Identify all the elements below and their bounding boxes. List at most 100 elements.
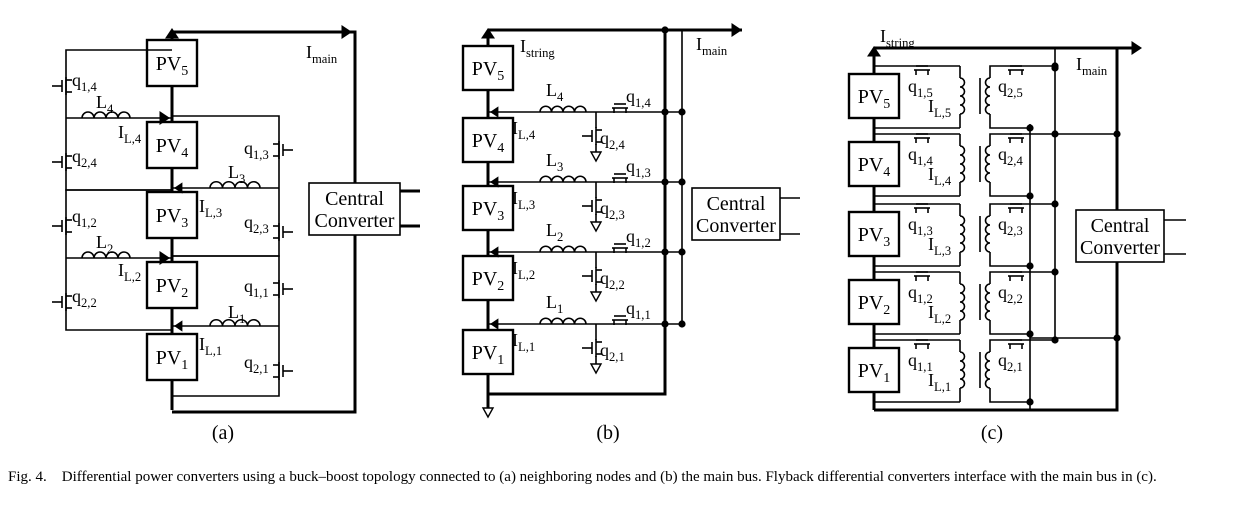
c-q2-label-1: q2,4 (998, 144, 1023, 168)
b-q1-label-3: q1,1 (626, 298, 651, 322)
b-switch-top-1 (612, 315, 628, 325)
junction-dot (1051, 268, 1059, 276)
c-main-bus-bottom (874, 48, 1119, 412)
b-switch-bot-4 (582, 127, 602, 145)
b-pv-box-5 (461, 44, 515, 92)
a-il-arrow (174, 182, 183, 194)
b-inductor-4 (539, 105, 587, 113)
b-q1-label-0: q1,4 (626, 86, 651, 110)
b-il-label-3: IL,1 (512, 330, 535, 354)
c-pv-box-3 (847, 210, 901, 258)
b-l-label-0: L4 (546, 80, 564, 104)
c-secondary-winding-2 (984, 283, 991, 321)
a-q21-label: q2,1 (244, 352, 269, 376)
junction-dot (1026, 192, 1034, 200)
c-q1-label-0: q1,5 (908, 76, 933, 100)
c-pv-box-5 (847, 72, 901, 120)
a-pv-box-3 (145, 190, 199, 240)
caption-text: Differential power converters using a bu… (61, 469, 1157, 485)
b-istring-label: Istring (520, 36, 555, 60)
junction-dot (678, 320, 686, 328)
junction-dot (1113, 130, 1121, 138)
a-il2-label: IL,2 (118, 260, 141, 284)
c-central-label-1: Central (1091, 215, 1150, 237)
c-primary-winding-3 (959, 215, 966, 253)
b-pv-box-4-label: PV4 (472, 130, 505, 156)
c-sec-bot (989, 320, 1030, 335)
b-pv-box-2 (461, 254, 515, 302)
a-l1-label: L1 (228, 302, 245, 326)
junction-dot (1026, 330, 1034, 338)
b-l-label-3: L1 (546, 292, 563, 316)
c-sec-top (989, 133, 1055, 146)
c-sec-bot (989, 388, 1030, 403)
b-il-arrow (490, 246, 499, 258)
a-inductor-l1 (209, 318, 261, 327)
b-pv-box-2-label: PV2 (472, 268, 505, 294)
junction-dot (1051, 200, 1059, 208)
b-q2-label-0: q2,4 (600, 128, 625, 152)
c-secondary-winding-3 (984, 215, 991, 253)
c-primary-winding-1 (959, 351, 966, 389)
a-switch-left-top-1 (52, 217, 72, 235)
b-imain-label: Imain (696, 34, 728, 58)
c-sec-bot (989, 182, 1030, 197)
b-l-label-2: L2 (546, 220, 563, 244)
ground-icon (589, 151, 603, 163)
ground-icon (481, 407, 495, 419)
a-il3-label: IL,3 (199, 196, 222, 220)
a-imain-label: Imain (306, 42, 338, 66)
a-left-loop-1 (65, 189, 172, 331)
panel-a: ImainPV5PV4PV3PV2PV1q1,4q2,4q1,2q2,2L4L2… (52, 25, 420, 444)
a-switch-right-top-0 (273, 141, 293, 159)
b-pv-box-1 (461, 328, 515, 376)
a-q12-label: q1,2 (72, 206, 97, 230)
figure-diagram: ImainPV5PV4PV3PV2PV1q1,4q2,4q1,2q2,2L4L2… (52, 23, 1186, 444)
b-switch-bot-2 (582, 267, 602, 285)
a-switch-right-top-1 (273, 280, 293, 298)
b-switch-top-4 (612, 103, 628, 113)
b-il-arrow (490, 318, 499, 330)
c-primary-winding-5 (959, 77, 966, 115)
b-central-converter-box (691, 187, 781, 241)
a-switch-right-bot-1 (273, 362, 293, 380)
c-il-label-2: IL,3 (928, 234, 951, 258)
a-q23-label: q2,3 (244, 212, 269, 236)
a-il4-label: IL,4 (118, 122, 142, 146)
b-switch-top-3 (612, 173, 628, 183)
c-primary-winding-2 (959, 283, 966, 321)
c-q1-label-1: q1,4 (908, 144, 933, 168)
c-pv-box-5-label: PV5 (858, 86, 891, 112)
a-il-arrow (159, 111, 170, 125)
a-q11-label: q1,1 (244, 276, 269, 300)
c-q1-label-3: q1,2 (908, 282, 933, 306)
c-main-arrow (1131, 41, 1142, 55)
b-central-label-1: Central (707, 193, 766, 215)
c-sec-bot (989, 252, 1030, 267)
a-central-converter-box (308, 182, 401, 236)
a-pv-box-1-label: PV1 (156, 347, 189, 373)
c-q2-label-3: q2,2 (998, 282, 1023, 306)
c-primary-switch-2 (914, 271, 930, 281)
a-inductor-l3 (209, 180, 261, 189)
c-q2-label-0: q2,5 (998, 76, 1023, 100)
c-primary-winding-4 (959, 145, 966, 183)
a-q13-label: q1,3 (244, 138, 269, 162)
a-pv-box-2 (145, 260, 199, 310)
a-il1-label: IL,1 (199, 334, 222, 358)
b-il-arrow (490, 106, 499, 118)
c-il-label-3: IL,2 (928, 302, 951, 326)
b-q1-label-2: q1,2 (626, 226, 651, 250)
c-pv-box-2 (847, 278, 901, 326)
a-l3-label: L3 (228, 162, 245, 186)
b-q2-label-2: q2,2 (600, 268, 625, 292)
panel-c: IstringImainPV5PV4PV3PV2PV1q1,5IL,5q2,5q… (847, 26, 1186, 444)
a-switch-left-top-0 (52, 77, 72, 95)
b-q1-label-1: q1,3 (626, 156, 651, 180)
junction-dot (678, 108, 686, 116)
b-il-label-0: IL,4 (512, 118, 536, 142)
c-secondary-winding-1 (984, 351, 991, 389)
c-sec-top (989, 65, 1055, 78)
a-main-arrow (341, 25, 352, 39)
c-primary-switch-3 (914, 203, 930, 213)
